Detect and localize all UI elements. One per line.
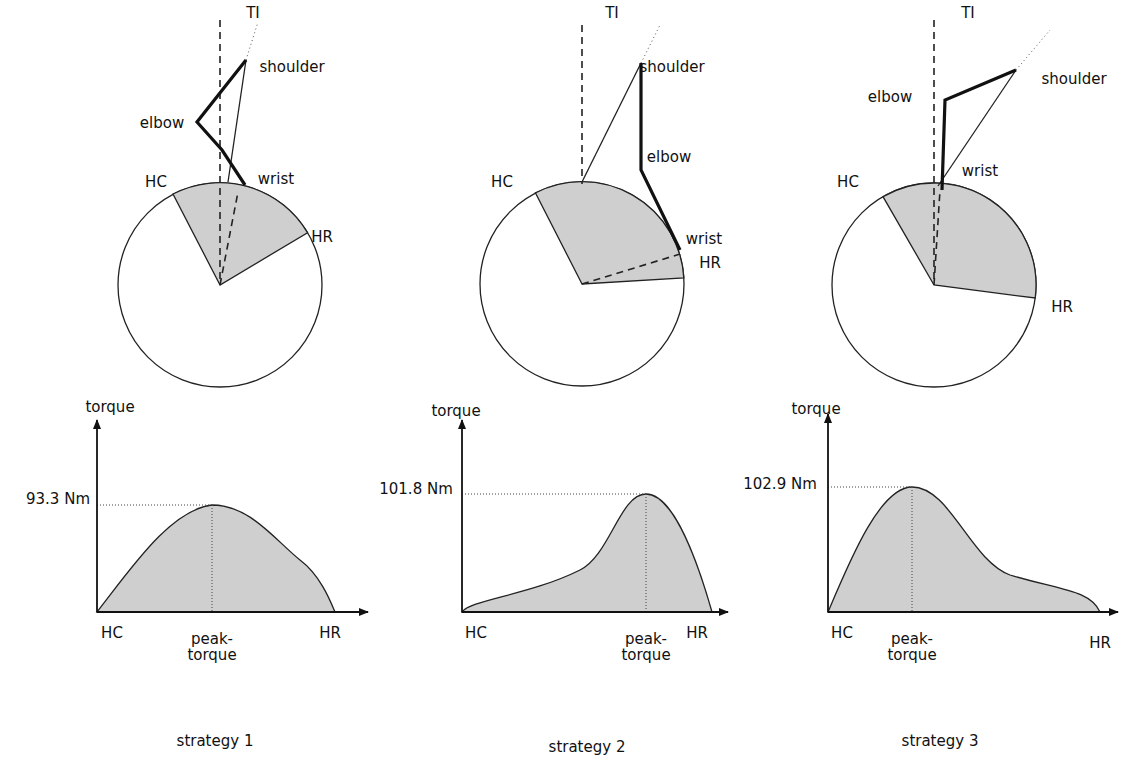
joint-label: elbow	[140, 116, 184, 132]
axis-label: TI	[246, 6, 260, 22]
axis-title: torque	[85, 400, 134, 416]
axis-tick: HC	[101, 626, 123, 642]
joint-label: shoulder	[1041, 72, 1106, 88]
joint-label: wrist	[258, 172, 294, 188]
value-label: 101.8 Nm	[379, 482, 453, 498]
axis-tick: peak-torque	[881, 632, 943, 664]
range-circle	[480, 25, 684, 386]
range-label: HC	[491, 175, 513, 191]
joint-label: shoulder	[639, 60, 704, 76]
range-label: HR	[311, 230, 333, 246]
torque-chart	[828, 414, 1118, 612]
range-label: HR	[699, 256, 721, 272]
joint-label: wrist	[962, 164, 998, 180]
axis-tick: HR	[1089, 636, 1111, 652]
axis-label: TI	[961, 6, 975, 22]
joint-label: shoulder	[259, 60, 324, 76]
panel-caption: strategy 1	[177, 734, 254, 750]
joint-label: wrist	[686, 232, 722, 248]
value-label: 93.3 Nm	[26, 492, 90, 508]
axis-tick: HC	[831, 626, 853, 642]
axis-tick: HR	[686, 626, 708, 642]
axis-tick: HC	[465, 626, 487, 642]
axis-tick: peak-torque	[181, 632, 243, 664]
range-label: HC	[837, 175, 859, 191]
torque-chart	[462, 420, 728, 612]
axis-tick: HR	[319, 626, 341, 642]
axis-title: torque	[791, 402, 840, 418]
axis-label: TI	[605, 6, 619, 22]
range-circle	[832, 20, 1050, 387]
joint-label: elbow	[647, 150, 691, 166]
value-label: 102.9 Nm	[743, 477, 817, 493]
torque-chart	[97, 420, 368, 612]
range-label: HC	[145, 175, 167, 191]
panel-caption: strategy 3	[902, 734, 979, 750]
panel-caption: strategy 2	[549, 740, 626, 756]
axis-tick: peak-torque	[615, 632, 677, 664]
range-label: HR	[1051, 300, 1073, 316]
axis-title: torque	[431, 404, 480, 420]
joint-label: elbow	[868, 90, 912, 106]
